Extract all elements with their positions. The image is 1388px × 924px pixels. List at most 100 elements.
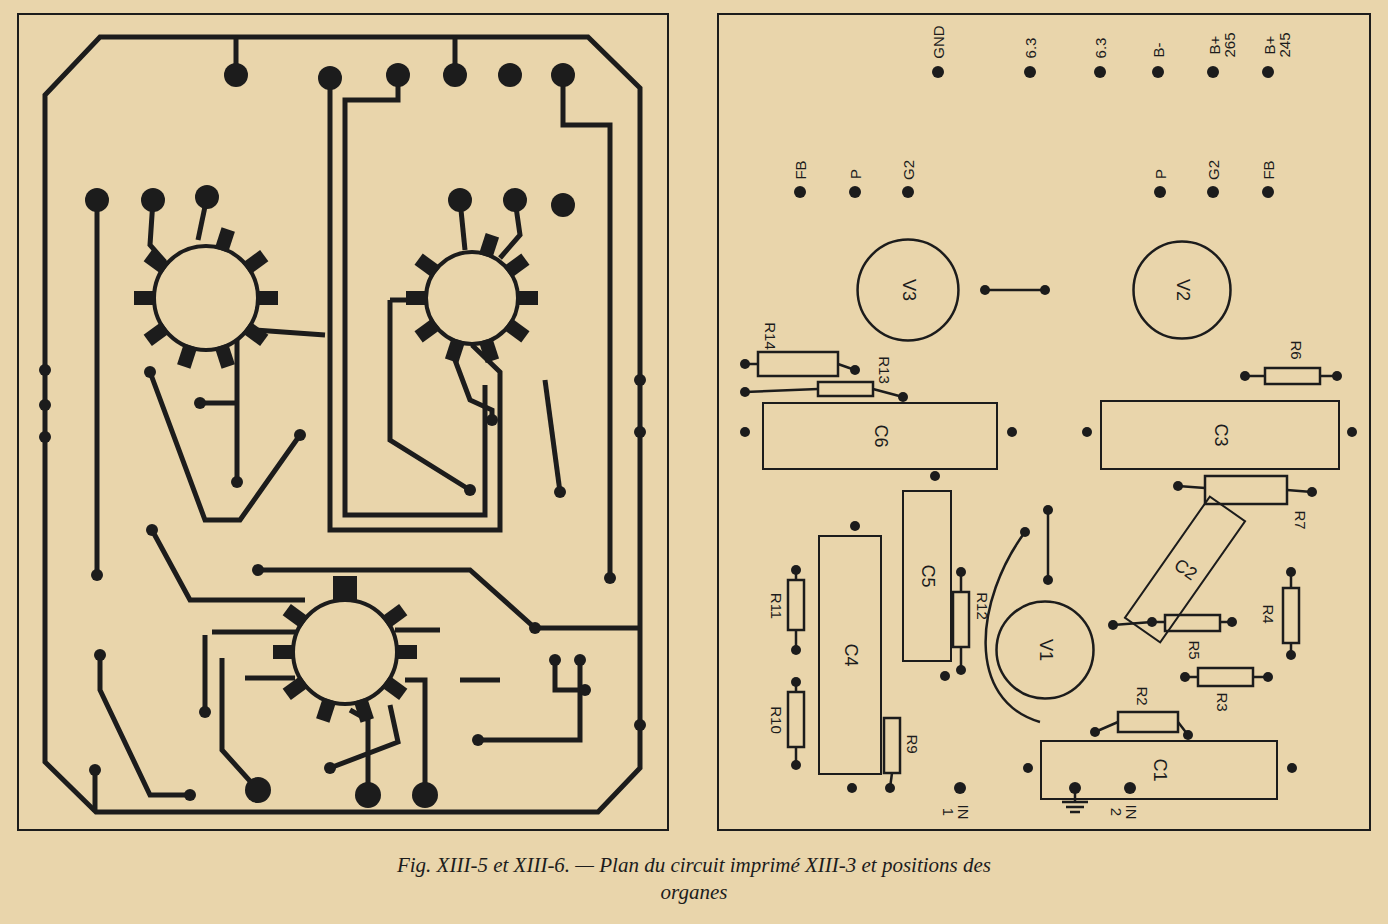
solder-pads — [195, 185, 219, 209]
component-holes — [898, 392, 908, 402]
component-holes — [1262, 66, 1274, 78]
component-holes — [954, 782, 966, 794]
part-name: R12 — [975, 592, 990, 620]
component-holes — [849, 186, 861, 198]
part-label: V1 — [1035, 639, 1056, 661]
component-holes — [1040, 285, 1050, 295]
tube-socket — [215, 343, 235, 368]
part-label: C3 — [1210, 423, 1231, 446]
component-outlines — [745, 364, 855, 370]
component-outlines — [1245, 375, 1337, 378]
pin-name: FB — [793, 160, 808, 179]
component-holes — [847, 783, 857, 793]
component-holes — [1069, 782, 1081, 794]
pin-name: 6.3 — [1023, 38, 1038, 59]
tube-socket — [333, 576, 357, 602]
solder-pads — [294, 429, 306, 441]
solder-pads — [464, 484, 476, 496]
component-holes — [1332, 371, 1342, 381]
pin-name: B- — [1151, 43, 1166, 58]
tube-socket — [406, 233, 538, 363]
component-holes — [850, 365, 860, 375]
solder-pads — [498, 63, 522, 87]
component-outlines — [818, 382, 873, 396]
component-holes — [885, 783, 895, 793]
solder-pads — [245, 777, 271, 803]
component-outlines — [1185, 676, 1268, 679]
tube-socket — [426, 252, 518, 344]
component-holes — [740, 427, 750, 437]
component-holes — [1173, 481, 1183, 491]
solder-pads — [324, 762, 336, 774]
solder-pads — [554, 486, 566, 498]
component-holes — [1347, 427, 1357, 437]
tube-socket — [273, 576, 417, 723]
part-name: R5 — [1187, 640, 1202, 659]
signal-name: IN 1 — [941, 800, 971, 824]
component-outlines — [758, 352, 838, 376]
copper-traces — [100, 655, 190, 795]
component-holes — [1043, 575, 1053, 585]
tube-socket — [256, 291, 278, 305]
solder-pads — [184, 789, 196, 801]
component-holes — [1090, 727, 1100, 737]
tube-socket — [134, 227, 278, 368]
component-holes — [791, 565, 801, 575]
solder-pads — [448, 188, 472, 212]
component-holes — [1286, 650, 1296, 660]
solder-pads — [634, 719, 646, 731]
part-name: R13 — [877, 356, 892, 384]
tube-socket — [406, 291, 428, 305]
component-holes — [1207, 186, 1219, 198]
solder-pads — [579, 684, 591, 696]
component-holes — [1154, 186, 1166, 198]
pin-name: P — [1153, 169, 1168, 179]
component-outlines — [788, 692, 804, 747]
component-holes — [1082, 427, 1092, 437]
component-holes — [791, 645, 801, 655]
component-holes — [1183, 730, 1193, 740]
solder-pads — [146, 524, 158, 536]
part-label: C5 — [917, 564, 938, 587]
component-holes — [1263, 672, 1273, 682]
component-outlines — [1290, 572, 1293, 655]
component-outlines — [1047, 510, 1050, 580]
copper-traces — [350, 710, 368, 795]
tube-socket — [516, 291, 538, 305]
solder-pads — [231, 476, 243, 488]
copper-traces — [235, 330, 240, 482]
component-holes — [956, 665, 966, 675]
circle-outline — [858, 240, 959, 341]
component-outlines — [745, 389, 903, 397]
tube-socket — [395, 645, 417, 659]
solder-pads — [318, 66, 342, 90]
tube-socket — [283, 676, 309, 700]
component-holes — [1020, 527, 1030, 537]
solder-pads — [355, 782, 381, 808]
component-outlines — [1205, 476, 1287, 504]
solder-pads — [549, 654, 561, 666]
part-label: V3 — [898, 279, 919, 301]
component-outlines — [985, 289, 1045, 292]
part-name: R6 — [1289, 340, 1304, 359]
tube-socket — [381, 676, 407, 700]
component-outlines — [1178, 486, 1312, 492]
solder-pads — [386, 63, 410, 87]
component-outlines — [1113, 622, 1152, 625]
component-outlines — [1283, 588, 1299, 643]
capacitor-box: C6 — [762, 402, 998, 470]
component-holes — [1147, 617, 1157, 627]
component-holes — [940, 671, 950, 681]
pin-name: P — [848, 169, 863, 179]
copper-traces — [150, 372, 300, 520]
component-outlines — [986, 532, 1040, 722]
solder-pads — [85, 188, 109, 212]
component-holes — [794, 186, 806, 198]
solder-pads — [551, 63, 575, 87]
part-name: R10 — [769, 706, 784, 734]
copper-traces — [203, 635, 208, 712]
part-label: C2 — [1170, 554, 1201, 584]
solder-pads — [141, 188, 165, 212]
tube-socket — [144, 250, 170, 274]
